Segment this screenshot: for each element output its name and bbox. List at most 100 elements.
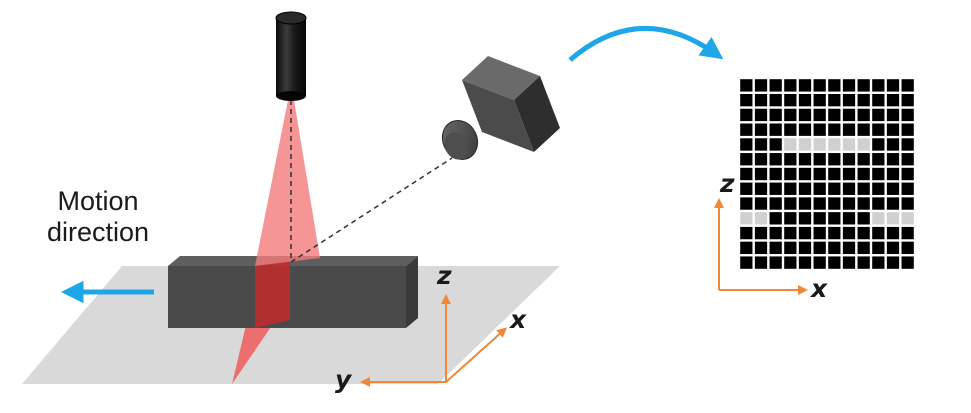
sensor-pixel bbox=[842, 153, 856, 166]
sensor-pixel bbox=[784, 167, 797, 181]
sensor-pixel bbox=[740, 93, 753, 107]
sensor-pixel bbox=[813, 79, 826, 92]
sensor-pixel bbox=[828, 93, 841, 107]
sensor-pixel bbox=[872, 197, 885, 210]
sensor-pixel bbox=[872, 256, 885, 269]
sensor-pixel bbox=[857, 153, 870, 166]
sensor-pixel bbox=[769, 212, 782, 225]
sensor-pixel bbox=[798, 256, 812, 269]
motion-label-line1: Motion bbox=[57, 186, 139, 216]
sensor-pixel bbox=[828, 212, 841, 225]
sensor-pixel bbox=[828, 79, 841, 92]
sensor-pixel bbox=[784, 226, 797, 240]
sensor-pixel bbox=[740, 123, 753, 136]
sensor-pixel bbox=[754, 256, 768, 269]
sensor-pixel bbox=[769, 241, 782, 255]
sensor-pixel bbox=[828, 108, 841, 122]
sensor-pixel bbox=[754, 197, 768, 210]
camera-icon bbox=[441, 56, 560, 160]
laser-emitter-icon bbox=[275, 11, 307, 101]
sensor-pixel bbox=[798, 167, 812, 181]
sensor-pixel bbox=[798, 226, 812, 240]
scanned-object bbox=[168, 256, 418, 328]
sensor-pixel bbox=[901, 167, 914, 181]
sensor-pixel bbox=[813, 153, 826, 166]
sensor-pixel bbox=[872, 123, 885, 136]
sensor-pixel bbox=[828, 123, 841, 136]
sensor-pixel bbox=[769, 138, 782, 151]
sensor-pixel bbox=[828, 167, 841, 181]
sensor-pixel bbox=[886, 167, 900, 181]
sensor-pixel bbox=[740, 197, 753, 210]
sensor-pixel bbox=[901, 182, 914, 195]
sensor-pixel bbox=[828, 197, 841, 210]
sensor-pixel bbox=[842, 197, 856, 210]
sensor-pixel bbox=[769, 197, 782, 210]
sensor-pixel-lit bbox=[754, 212, 768, 225]
sensor-pixel bbox=[798, 212, 812, 225]
sensor-pixel bbox=[901, 108, 914, 122]
sensor-pixel bbox=[784, 79, 797, 92]
scene-axis-y-label: y bbox=[335, 365, 352, 394]
sensor-pixel bbox=[901, 123, 914, 136]
sensor-pixel bbox=[813, 123, 826, 136]
sensor-pixel bbox=[769, 108, 782, 122]
sensor-pixel bbox=[857, 182, 870, 195]
sensor-pixel bbox=[872, 226, 885, 240]
sensor-pixel bbox=[754, 182, 768, 195]
sensor-pixel bbox=[784, 197, 797, 210]
sensor-pixel bbox=[784, 212, 797, 225]
sensor-pixel bbox=[886, 79, 900, 92]
sensor-pixel bbox=[754, 123, 768, 136]
sensor-pixel bbox=[784, 182, 797, 195]
sensor-pixel bbox=[769, 153, 782, 166]
sensor-pixel bbox=[813, 182, 826, 195]
sensor-pixel-lit bbox=[886, 212, 900, 225]
sensor-pixel bbox=[798, 241, 812, 255]
sensor-pixel bbox=[754, 153, 768, 166]
sensor-pixel bbox=[886, 108, 900, 122]
sensor-pixel bbox=[901, 256, 914, 269]
sensor-pixel bbox=[813, 226, 826, 240]
sensor-pixel bbox=[798, 153, 812, 166]
sensor-pixel bbox=[798, 93, 812, 107]
sensor-pixel bbox=[754, 108, 768, 122]
sensor-pixel bbox=[784, 93, 797, 107]
sensor-pixel bbox=[740, 138, 753, 151]
sensor-pixel bbox=[798, 79, 812, 92]
sensor-pixel bbox=[798, 197, 812, 210]
sensor-pixel-lit bbox=[828, 138, 841, 151]
sensor-pixel bbox=[740, 226, 753, 240]
sensor-pixel bbox=[769, 93, 782, 107]
sensor-pixel bbox=[901, 197, 914, 210]
image-axis-z-label: z bbox=[720, 169, 735, 198]
sensor-pixel bbox=[813, 197, 826, 210]
sensor-pixel bbox=[784, 123, 797, 136]
sensor-pixel bbox=[769, 226, 782, 240]
sensor-pixel-lit bbox=[857, 138, 870, 151]
sensor-pixel bbox=[901, 153, 914, 166]
sensor-pixel bbox=[872, 182, 885, 195]
sensor-pixel bbox=[872, 93, 885, 107]
sensor-pixel bbox=[769, 182, 782, 195]
sensor-pixel bbox=[857, 197, 870, 210]
sensor-image-grid bbox=[739, 78, 915, 270]
image-axis-x-label: x bbox=[811, 274, 828, 303]
sensor-pixel bbox=[857, 256, 870, 269]
sensor-pixel-lit bbox=[872, 212, 885, 225]
sensor-pixel-lit bbox=[813, 138, 826, 151]
sensor-pixel bbox=[813, 108, 826, 122]
sensor-pixel bbox=[769, 167, 782, 181]
scene-axis-x-label: x bbox=[510, 305, 527, 334]
sensor-pixel bbox=[857, 167, 870, 181]
sensor-pixel bbox=[886, 138, 900, 151]
sensor-pixel bbox=[886, 182, 900, 195]
sensor-pixel bbox=[769, 123, 782, 136]
sensor-pixel bbox=[813, 212, 826, 225]
sensor-pixel bbox=[784, 256, 797, 269]
sensor-pixel bbox=[872, 153, 885, 166]
sensor-pixel bbox=[842, 79, 856, 92]
sensor-pixel bbox=[798, 182, 812, 195]
sensor-pixel bbox=[740, 256, 753, 269]
sensor-pixel bbox=[784, 153, 797, 166]
